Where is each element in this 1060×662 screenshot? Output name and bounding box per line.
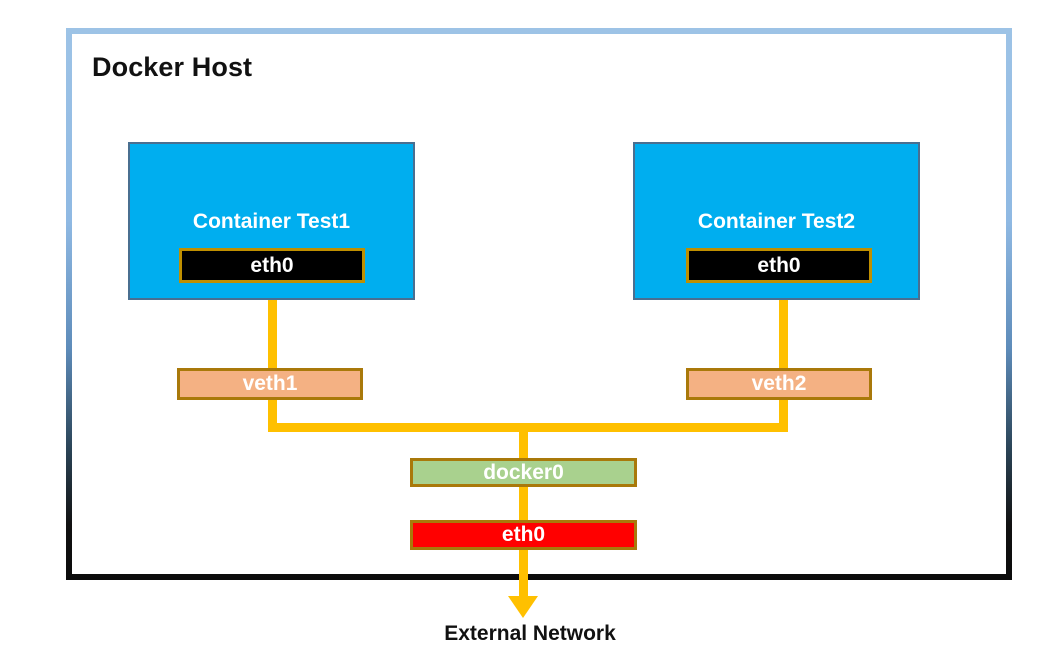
container1-eth0-interface[interactable]: eth0 xyxy=(179,248,365,283)
wire-container1-eth0-to-veth1 xyxy=(268,278,277,372)
veth2-box[interactable]: veth2 xyxy=(686,368,872,400)
wire-veth2-to-bus xyxy=(779,396,788,432)
arrow-head-icon xyxy=(508,596,538,618)
container-label-test1: Container Test1 xyxy=(192,210,351,233)
host-eth0-box[interactable]: eth0 xyxy=(410,520,637,550)
page-title: Docker Host xyxy=(92,52,253,82)
veth1-box[interactable]: veth1 xyxy=(177,368,363,400)
wire-bus-horizontal xyxy=(268,423,788,432)
wire-container2-eth0-to-veth2 xyxy=(779,278,788,372)
container-label-test2: Container Test2 xyxy=(697,210,856,233)
external-network-label: External Network xyxy=(444,622,616,645)
container-box-test1[interactable]: Container Test1 eth0 xyxy=(128,142,415,300)
wire-docker0-to-host-eth0 xyxy=(519,483,528,525)
docker0-bridge-box[interactable]: docker0 xyxy=(410,458,637,487)
docker-host-frame xyxy=(66,28,1012,580)
wire-bus-to-docker0 xyxy=(519,423,528,463)
container-box-test2[interactable]: Container Test2 eth0 xyxy=(633,142,920,300)
wire-host-eth0-to-external xyxy=(519,545,528,599)
wire-veth1-to-bus xyxy=(268,396,277,432)
container2-eth0-interface[interactable]: eth0 xyxy=(686,248,872,283)
